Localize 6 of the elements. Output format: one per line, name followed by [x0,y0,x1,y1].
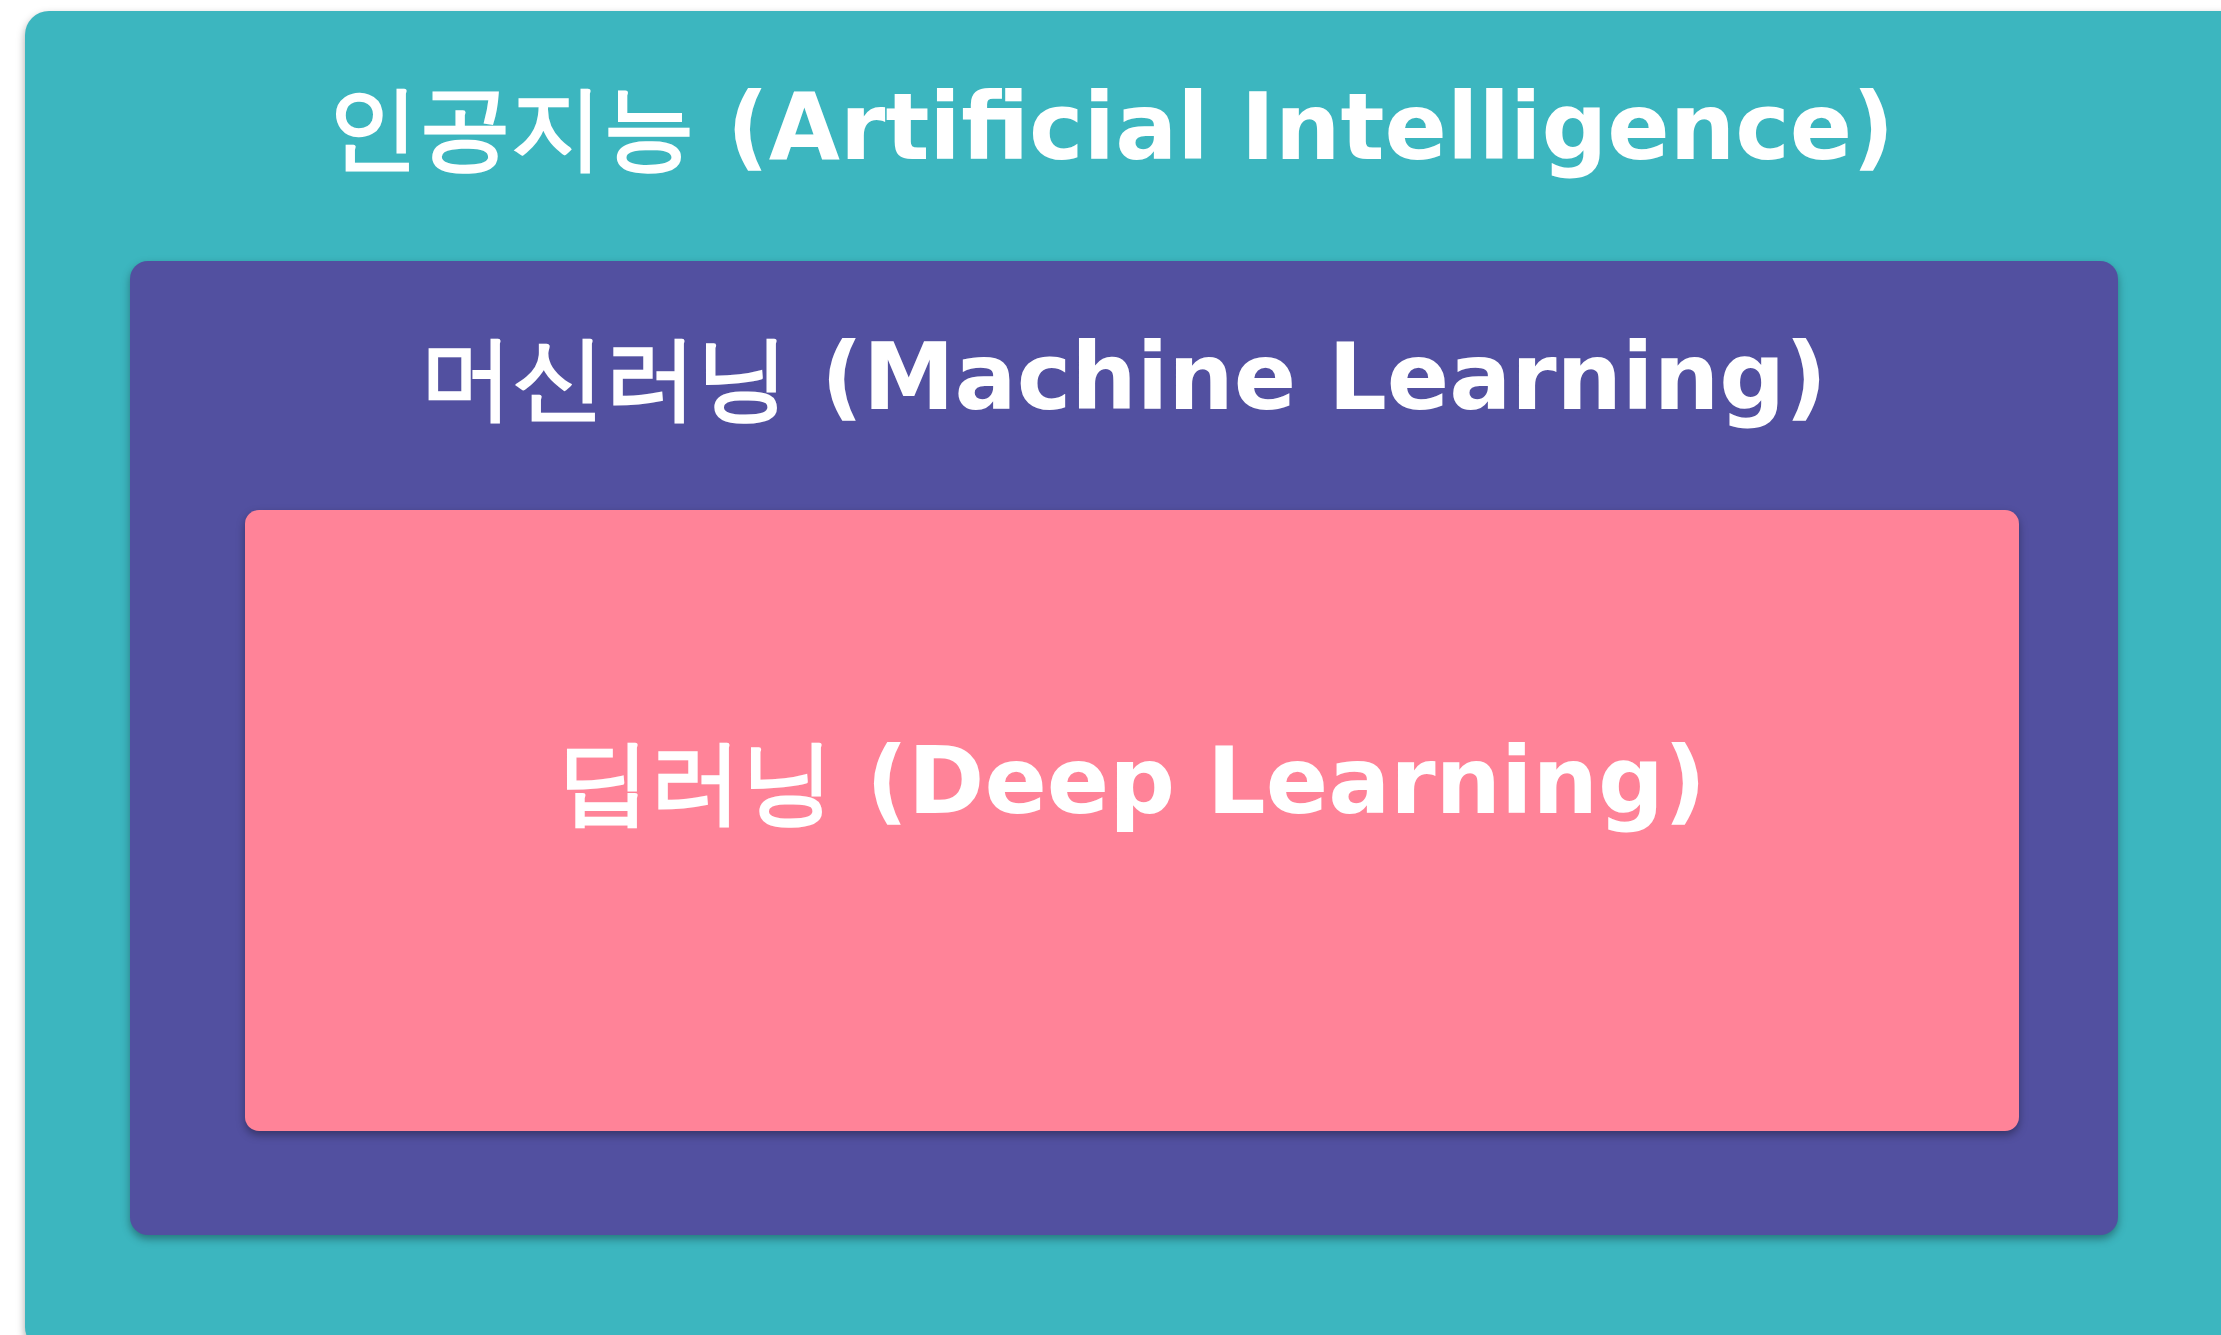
nested-box [245,510,2019,1131]
box-title: 인공지능 (Artificial Intelligence) [326,73,1895,183]
box-title: 딥러닝 (Deep Learning) [558,727,1706,837]
nested-box [25,11,2221,1335]
box-title: 머신러닝 (Machine Learning) [420,323,1828,433]
nested-box [130,261,2118,1235]
